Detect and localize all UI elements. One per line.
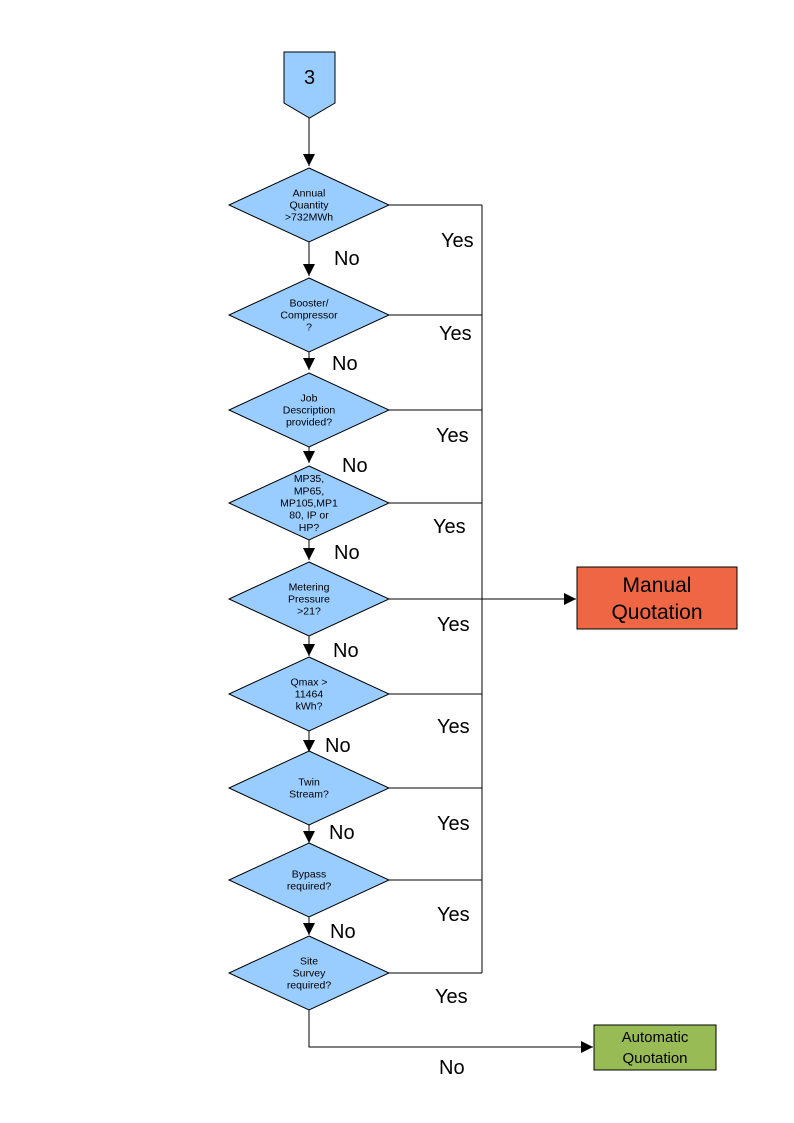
no-label: No <box>329 822 355 844</box>
yes-label: Yes <box>435 986 468 1008</box>
decisions-layer: AnnualQuantity>732MWhYesNoBooster/Compre… <box>227 167 482 1011</box>
no-label: No <box>334 542 360 564</box>
automatic-arrow <box>308 1010 593 1053</box>
automatic-quotation-line-2: Quotation <box>622 1050 687 1067</box>
decision-text-line: Bypass <box>292 868 326 880</box>
decision-text-line: Metering <box>289 581 330 593</box>
no-label: No <box>333 640 359 662</box>
manual-quotation-box <box>576 566 738 630</box>
decision-text-line: kWh? <box>296 701 323 713</box>
decision-text-line: provided? <box>286 417 332 429</box>
start-connector: 3 <box>283 51 336 119</box>
decision-text-line: Pressure <box>288 594 330 606</box>
start-connector-shape <box>283 51 336 119</box>
decision-text-line: MP65, <box>294 485 324 497</box>
yes-label: Yes <box>437 904 470 926</box>
decision-text-line: Site <box>300 955 318 967</box>
no-label: No <box>334 248 360 270</box>
yes-label: Yes <box>437 716 470 738</box>
yes-label: Yes <box>439 323 472 345</box>
automatic-quotation-line-1: Automatic <box>622 1029 689 1046</box>
decision-text-line: required? <box>287 881 332 893</box>
no-label: No <box>325 735 351 757</box>
yes-label: Yes <box>437 813 470 835</box>
yes-label: Yes <box>433 516 466 538</box>
decision-text-line: HP? <box>299 522 320 534</box>
manual-quotation-line-1: Manual <box>623 574 692 597</box>
no-label: No <box>332 353 358 375</box>
yes-label: Yes <box>436 425 469 447</box>
yes-label: Yes <box>437 614 470 636</box>
decision-text-line: ? <box>306 322 312 334</box>
decision-text-line: Compressor <box>280 310 338 322</box>
decision-text-line: Job <box>301 392 318 404</box>
yes-label: Yes <box>441 230 474 252</box>
decision-text-line: Description <box>283 405 336 417</box>
manual-quotation-node: Manual Quotation <box>576 566 738 630</box>
decision-text-line: MP105,MP1 <box>280 498 338 510</box>
decision-text-line: >21? <box>297 606 321 618</box>
no-label: No <box>342 455 368 477</box>
decision-text-line: 80, IP or <box>289 510 329 522</box>
no-label: No <box>330 921 356 943</box>
decision-text-line: Survey <box>293 968 326 980</box>
manual-quotation-line-2: Quotation <box>611 601 702 624</box>
decision-text-line: MP35, <box>294 473 324 485</box>
decision-text-line: Annual <box>293 187 326 199</box>
start-connector-label: 3 <box>304 67 315 89</box>
final-no-label: No <box>439 1057 465 1079</box>
decision-text-line: >732MWh <box>285 212 333 224</box>
automatic-quotation-box <box>593 1024 717 1071</box>
decision-text-line: Qmax > <box>290 676 327 688</box>
automatic-quotation-node: Automatic Quotation <box>593 1024 717 1071</box>
decision-text-line: Stream? <box>289 789 329 801</box>
decision-text-line: required? <box>287 980 332 992</box>
decision-text-line: Twin <box>298 776 320 788</box>
decision-text-line: Booster/ <box>289 297 328 309</box>
decision-text-line: Quantity <box>289 200 329 212</box>
decision-text-line: 11464 <box>295 689 324 701</box>
